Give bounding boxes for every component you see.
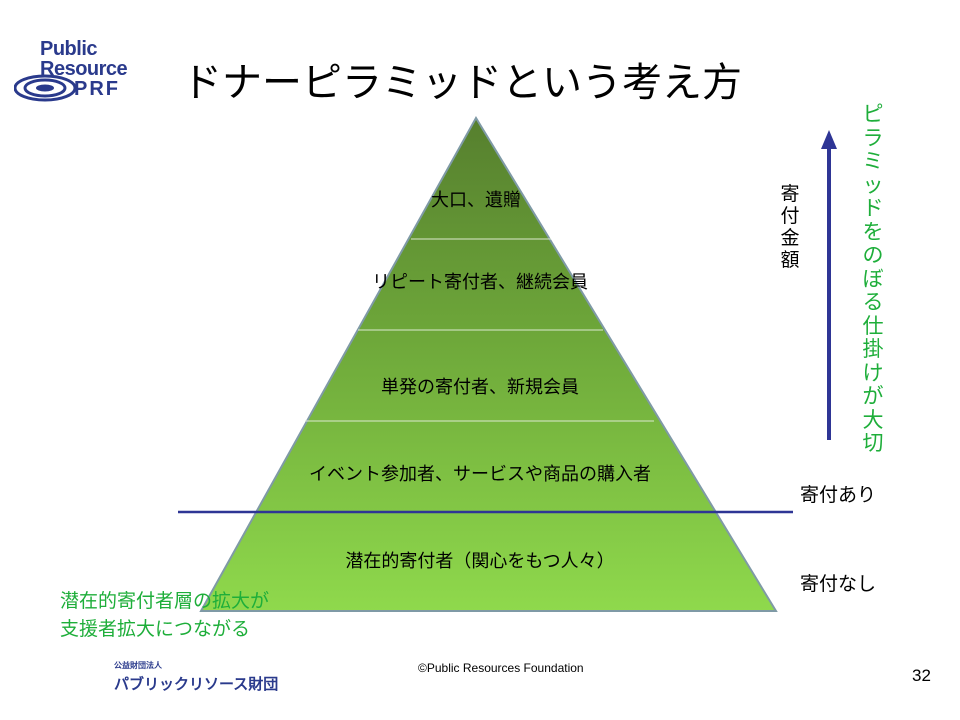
page-number: 32 [912,666,931,685]
donation-amount-label: 寄付金額 [780,183,800,271]
tier-label-2: リピート寄付者、継続会員 [372,272,588,293]
prf-logo: Public Resource PRF [14,38,138,104]
tier-label-5: 潜在的寄付者（関心をもつ人々） [345,551,615,572]
expansion-note: 潜在的寄付者層の拡大が 支援者拡大につながる [60,587,269,643]
slide-title: ドナーピラミッドという考え方 [182,60,742,106]
footer-org-name: パブリックリソース財団 [114,675,279,693]
footer-organization: 公益財団法人 パブリックリソース財団 [114,660,278,694]
tier-label-3: 単発の寄付者、新規会員 [381,377,579,398]
logo-line-1: Public [40,38,98,60]
arrow-head-icon [821,130,837,149]
logo-line-2: Resource [40,58,128,80]
copyright-notice: ©Public Resources Foundation [418,661,584,675]
logo-line-3: PRF [74,78,120,100]
footer-org-type: 公益財団法人 [114,661,162,670]
no-donation-label: 寄付なし [800,573,877,595]
with-donation-label: 寄付あり [800,484,877,506]
tier-label-4: イベント参加者、サービスや商品の購入者 [309,464,651,485]
tier-label-1: 大口、遺贈 [431,190,521,211]
expansion-note-line-2: 支援者拡大につながる [60,618,251,640]
ripple-icon [14,74,76,102]
pyramid-shape [199,116,778,612]
climb-pyramid-label: ピラミッドをのぼる仕掛けが大切 [862,102,884,455]
expansion-note-line-1: 潜在的寄付者層の拡大が [60,590,270,612]
